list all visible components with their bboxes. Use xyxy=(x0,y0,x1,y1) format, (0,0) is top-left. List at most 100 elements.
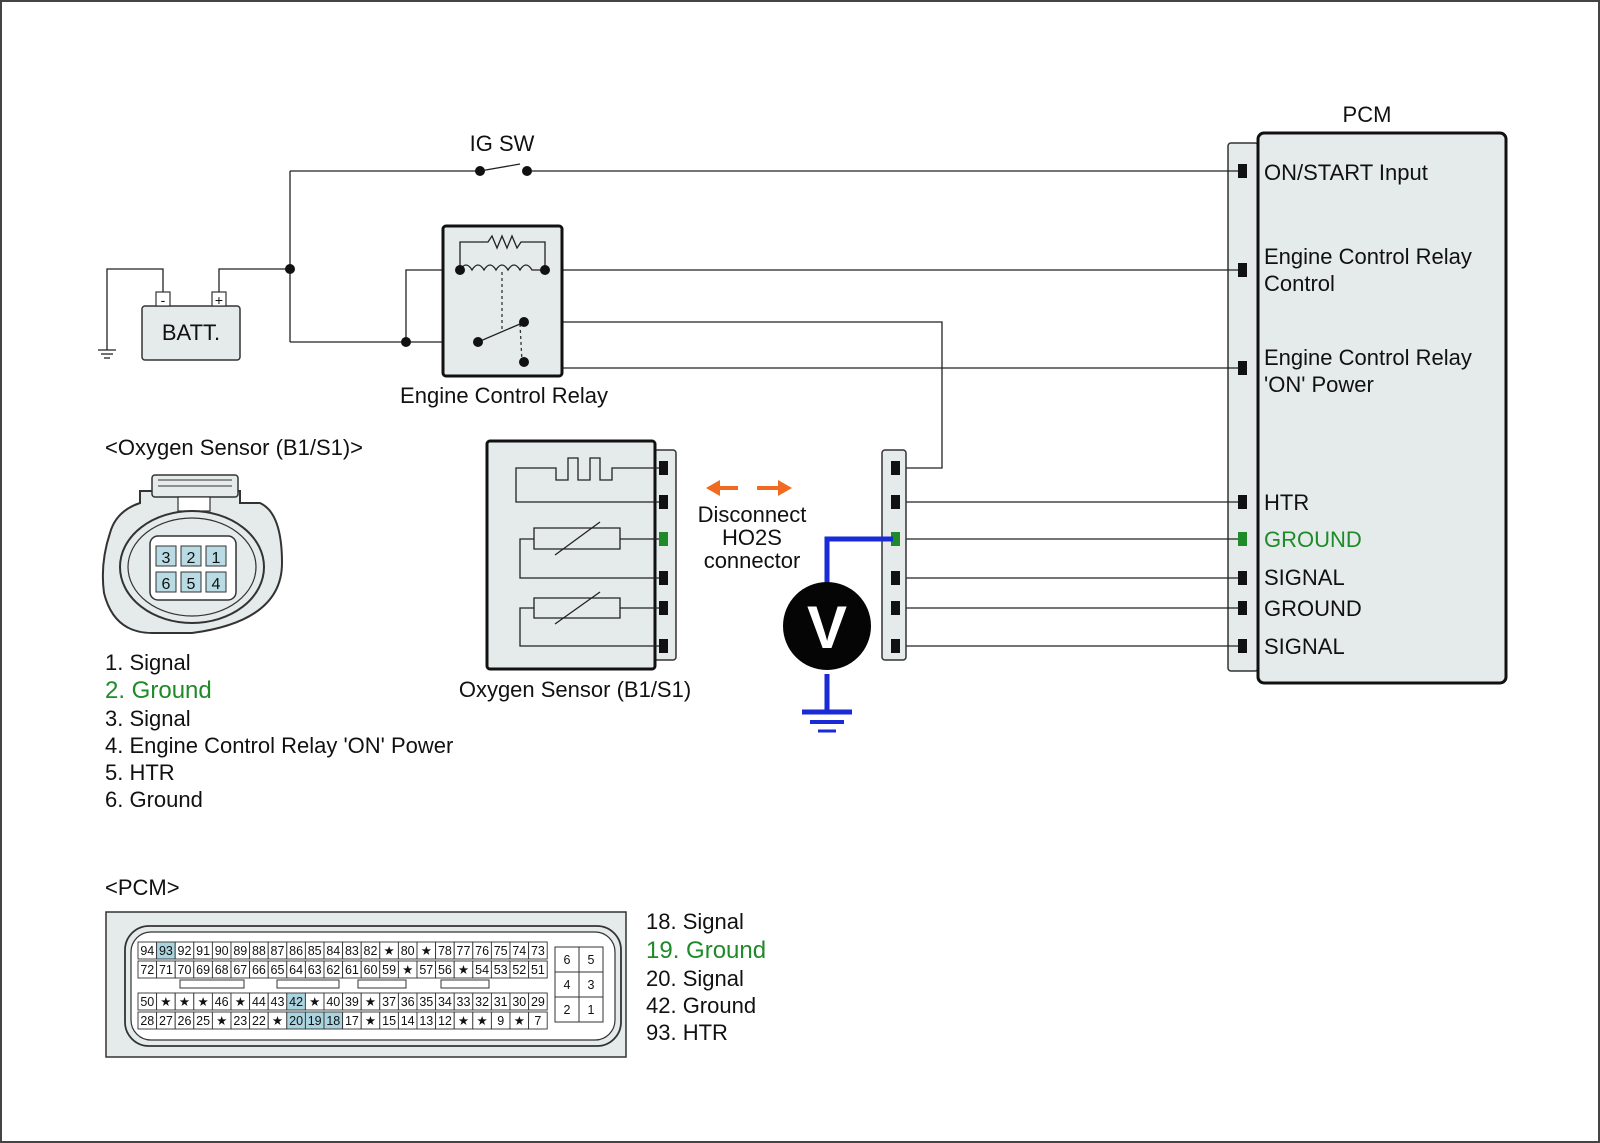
pcm-pin-number: ★ xyxy=(235,995,246,1009)
o2-pin-list-item: 2. Ground xyxy=(105,677,212,704)
pcm-pin-number: 89 xyxy=(233,944,247,958)
pcm-pin-number: 91 xyxy=(196,944,210,958)
pcm-pin-number: 56 xyxy=(438,963,452,977)
pcm-pin-number: ★ xyxy=(402,963,413,977)
pcm-pin-number: 50 xyxy=(140,995,154,1009)
voltmeter: V xyxy=(783,536,893,733)
pcm-pin-number: 13 xyxy=(419,1014,433,1028)
pcm-pin-number: 22 xyxy=(252,1014,266,1028)
pcm-pin-number: 88 xyxy=(252,944,266,958)
pcm-small-pin-cell xyxy=(578,946,604,973)
o2-pin-2: 2 xyxy=(187,550,196,567)
pcm-pin-number: 66 xyxy=(252,963,266,977)
pcm-pin-number: 76 xyxy=(475,944,489,958)
wires xyxy=(98,163,1238,647)
pcm-terminal-ground-2: GROUND xyxy=(1264,596,1362,621)
pcm-terminal-relay-power: Engine Control Relay xyxy=(1264,345,1472,370)
pcm-small-pin-number: 3 xyxy=(588,978,595,992)
pcm-pin-number: 29 xyxy=(531,995,545,1009)
pcm-pin-number: 42 xyxy=(289,995,303,1009)
pcm-pin-number: 83 xyxy=(345,944,359,958)
pcm-pin-number: 74 xyxy=(512,944,526,958)
pcm-pin-number: 92 xyxy=(178,944,192,958)
pcm-small-pin-number: 5 xyxy=(588,953,595,967)
pcm-pin-number: 63 xyxy=(308,963,322,977)
pcm-terminal-relay-power-2: 'ON' Power xyxy=(1264,372,1374,397)
voltmeter-symbol: V xyxy=(807,594,847,661)
pcm-terminal-relay-control: Engine Control Relay xyxy=(1264,244,1472,269)
disconnect-label-3: connector xyxy=(704,548,801,573)
battery-label: BATT. xyxy=(162,320,220,345)
pcm-pin-number: ★ xyxy=(421,944,432,958)
pcm-pin-number: 31 xyxy=(494,995,508,1009)
pcm-pin-number: ★ xyxy=(197,995,208,1009)
pcm-pin-number: 78 xyxy=(438,944,452,958)
pcm-pin-number: ★ xyxy=(365,995,376,1009)
battery-minus-label: - xyxy=(161,292,166,308)
pcm-pin-number: 46 xyxy=(215,995,229,1009)
pcm-pin-number: 59 xyxy=(382,963,396,977)
pcm-pin-number: ★ xyxy=(383,944,394,958)
pcm-pin-number: ★ xyxy=(179,995,190,1009)
pcm-pin-number: 43 xyxy=(271,995,285,1009)
pcm-pin-number: 27 xyxy=(159,1014,173,1028)
pcm-pin-number: 36 xyxy=(401,995,415,1009)
pcm-pin-number: 32 xyxy=(475,995,489,1009)
disconnect-label-1: Disconnect xyxy=(698,502,807,527)
pcm-pin-list-item: 19. Ground xyxy=(646,937,766,964)
sensor-component-label: Oxygen Sensor (B1/S1) xyxy=(459,677,691,702)
o2-pin-list-item: 6. Ground xyxy=(105,787,203,812)
oxygen-sensor-connector-title: <Oxygen Sensor (B1/S1)> xyxy=(105,435,363,460)
pcm-pin-number: 40 xyxy=(326,995,340,1009)
pcm-pin-cell xyxy=(528,941,548,960)
battery: - + BATT. xyxy=(141,291,241,361)
pcm-pin-number: 72 xyxy=(140,963,154,977)
pcm-pin-number: 7 xyxy=(534,1014,541,1028)
pcm-pin-number: 90 xyxy=(215,944,229,958)
battery-plus-label: + xyxy=(215,292,223,308)
pcm-pin-cell xyxy=(528,992,548,1011)
pcm-pin-number: 54 xyxy=(475,963,489,977)
o2-pin-5: 5 xyxy=(187,576,196,593)
pcm-pin-number: 68 xyxy=(215,963,229,977)
pcm-pin-number: 30 xyxy=(512,995,526,1009)
pcm-small-pin-number: 2 xyxy=(564,1003,571,1017)
oxygen-sensor-pin-list: 1. Signal 2. Ground 3. Signal 4. Engine … xyxy=(105,650,453,812)
pcm-pin-number: 33 xyxy=(457,995,471,1009)
pcm-small-pin-number: 1 xyxy=(588,1003,595,1017)
pcm-pin-number: 69 xyxy=(196,963,210,977)
pcm-pin-list-item: 20. Signal xyxy=(646,966,744,991)
pcm-pin-number: 87 xyxy=(271,944,285,958)
pcm-pin-number: ★ xyxy=(458,1014,469,1028)
o2-pin-list-item: 3. Signal xyxy=(105,706,191,731)
pcm-terminal-ground-tested: GROUND xyxy=(1264,527,1362,552)
pcm-pin-number: 73 xyxy=(531,944,545,958)
pcm-pin-number: 64 xyxy=(289,963,303,977)
pcm-pin-number: 18 xyxy=(326,1014,340,1028)
pcm-pin-number: 20 xyxy=(289,1014,303,1028)
o2-pin-6: 6 xyxy=(162,576,171,593)
pcm-pin-number: 80 xyxy=(401,944,415,958)
pcm-terminal-relay-control-2: Control xyxy=(1264,271,1335,296)
pcm-pin-number: 70 xyxy=(178,963,192,977)
pcm-terminal-signal-1: SIGNAL xyxy=(1264,565,1345,590)
pcm-small-pin-cell xyxy=(578,996,604,1023)
pcm-pin-number: ★ xyxy=(365,1014,376,1028)
pcm-pin-cell xyxy=(528,1011,548,1030)
pcm-pin-number: 25 xyxy=(196,1014,210,1028)
pcm-small-pin-number: 4 xyxy=(564,978,571,992)
pcm-pin-number: ★ xyxy=(272,1014,283,1028)
pcm-terminal-on-start: ON/START Input xyxy=(1264,160,1428,185)
pcm-pin-number: 35 xyxy=(419,995,433,1009)
pcm-pin-list-item: 18. Signal xyxy=(646,909,744,934)
pcm-pin-number: 77 xyxy=(457,944,471,958)
pcm-pin-number: 86 xyxy=(289,944,303,958)
o2-pin-1: 1 xyxy=(212,550,221,567)
pcm-pin-number: 28 xyxy=(140,1014,154,1028)
disconnect-label-2: HO2S xyxy=(722,525,782,550)
pcm-pin-number: 9 xyxy=(497,1014,504,1028)
pcm-pin-number: 60 xyxy=(364,963,378,977)
pcm-pin-cell xyxy=(528,960,548,979)
